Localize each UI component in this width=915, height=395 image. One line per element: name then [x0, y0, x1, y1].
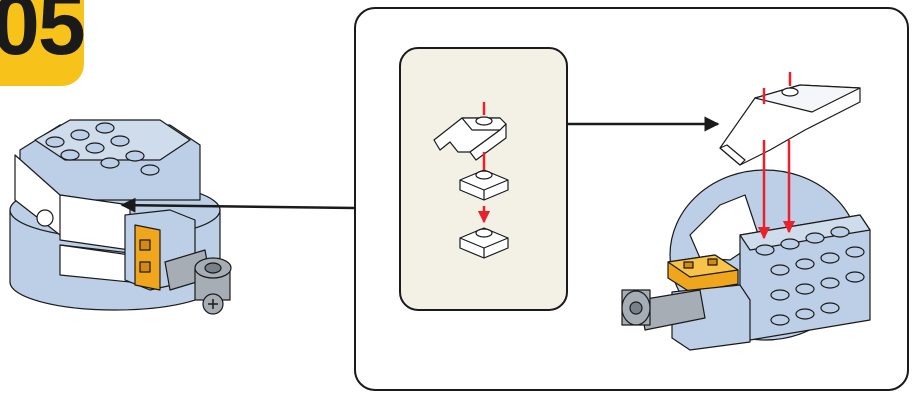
step-number: 05: [0, 0, 86, 73]
pin-connector: [194, 257, 232, 315]
part-tile-stud: [459, 227, 509, 259]
part-slope-piece: [433, 116, 507, 161]
step-badge: 05: [0, 0, 86, 86]
pin-connector-right: [621, 289, 651, 326]
red-placement-arrows: [757, 72, 796, 240]
floating-slope-piece: [719, 84, 861, 166]
placement-arrow: [120, 197, 356, 213]
subassembly-model: [621, 169, 871, 351]
completed-assembly: [9, 119, 232, 315]
part-round-plate: [459, 169, 509, 201]
